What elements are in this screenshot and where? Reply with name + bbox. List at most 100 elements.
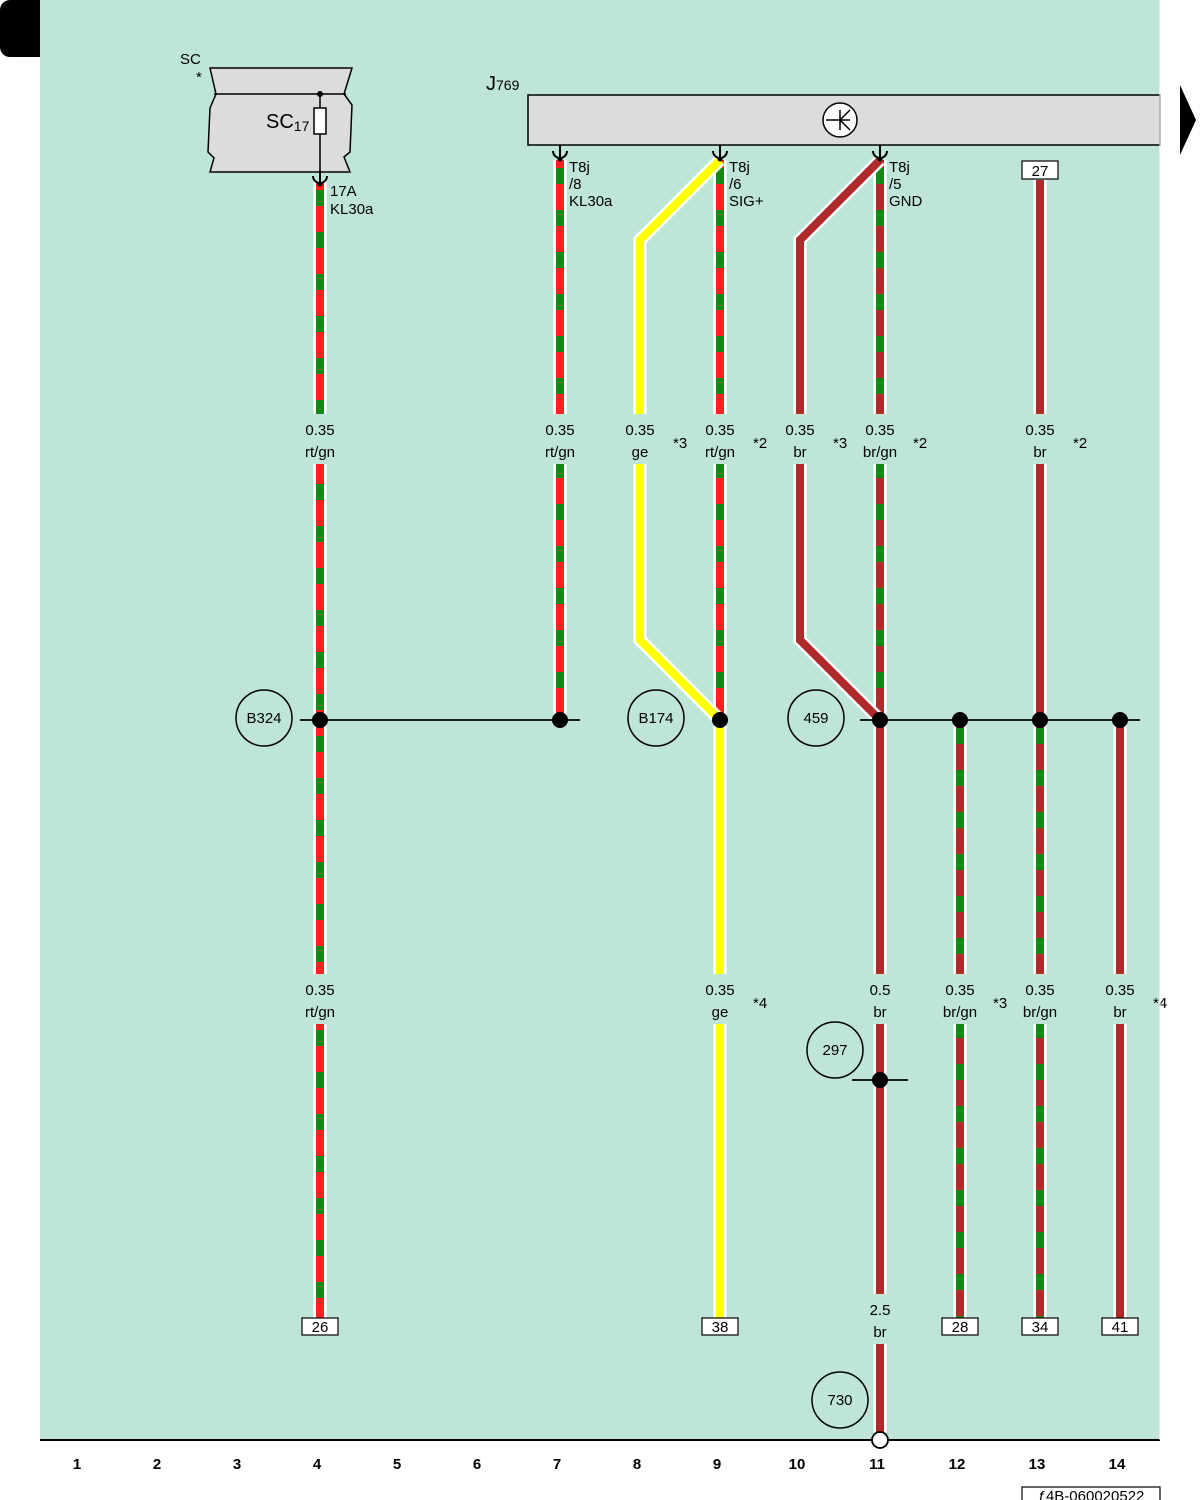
grid-number: 2 bbox=[153, 1456, 161, 1473]
svg-text:br/gn: br/gn bbox=[863, 444, 897, 461]
svg-text:0.35: 0.35 bbox=[305, 422, 334, 439]
svg-text:0.35: 0.35 bbox=[305, 982, 334, 999]
svg-text:br: br bbox=[793, 444, 806, 461]
svg-text:*2: *2 bbox=[1073, 435, 1087, 452]
svg-text:26: 26 bbox=[312, 1319, 329, 1336]
svg-text:br: br bbox=[1033, 444, 1046, 461]
grid-number: 14 bbox=[1109, 1456, 1126, 1473]
bottom-refs: 26 38 28 34 41 bbox=[301, 1317, 1139, 1336]
svg-text:0.35: 0.35 bbox=[785, 422, 814, 439]
next-page-arrow-icon[interactable] bbox=[1180, 85, 1196, 155]
splice-dot bbox=[952, 712, 968, 728]
splice-dot bbox=[312, 712, 328, 728]
wire-label: 0.35 rt/gn bbox=[534, 414, 586, 464]
control-unit-sub: 769 bbox=[496, 77, 520, 93]
page-id: ƒ4B-060020522 bbox=[1038, 1488, 1145, 1500]
svg-text:0.35: 0.35 bbox=[865, 422, 894, 439]
pin-conn-8: T8j bbox=[569, 159, 590, 176]
pin-contact-icon bbox=[552, 145, 568, 162]
svg-text:0.35: 0.35 bbox=[1105, 982, 1134, 999]
crash-sensor-icon bbox=[822, 102, 858, 138]
svg-text:0.35: 0.35 bbox=[705, 982, 734, 999]
svg-text:0.35: 0.35 bbox=[625, 422, 654, 439]
svg-text:*2: *2 bbox=[913, 435, 927, 452]
pin-contact-icon bbox=[872, 145, 888, 162]
svg-text:B174: B174 bbox=[638, 710, 673, 727]
svg-text:br: br bbox=[873, 1324, 886, 1341]
svg-text:rt/gn: rt/gn bbox=[305, 444, 335, 461]
pin-signal-8: KL30a bbox=[569, 193, 613, 210]
grid-number: 7 bbox=[553, 1456, 561, 1473]
grid-number: 10 bbox=[789, 1456, 806, 1473]
ref-box-27[interactable] bbox=[1021, 160, 1059, 180]
pin-contact-icon bbox=[712, 145, 728, 162]
fuse-box-name: SC bbox=[180, 51, 201, 68]
pin-num-6: /6 bbox=[729, 176, 742, 193]
grid-number: 12 bbox=[949, 1456, 966, 1473]
grid-number: 9 bbox=[713, 1456, 721, 1473]
ref-box-26[interactable]: 26 bbox=[301, 1317, 339, 1336]
ref-box-41[interactable]: 41 bbox=[1101, 1317, 1139, 1336]
svg-text:rt/gn: rt/gn bbox=[305, 1004, 335, 1021]
wire-label: 0.35 br *3 bbox=[774, 414, 847, 464]
svg-text:ge: ge bbox=[712, 1004, 729, 1021]
svg-text:28: 28 bbox=[952, 1319, 969, 1336]
wire-marks bbox=[312, 145, 888, 187]
svg-text:0.35: 0.35 bbox=[1025, 982, 1054, 999]
svg-text:0.5: 0.5 bbox=[870, 982, 891, 999]
wire-gnd-br bbox=[793, 155, 887, 1432]
svg-text:*3: *3 bbox=[833, 435, 847, 452]
pin-num-5: /5 bbox=[889, 176, 902, 193]
grid-number: 8 bbox=[633, 1456, 641, 1473]
pin-conn-6: T8j bbox=[729, 159, 750, 176]
svg-text:38: 38 bbox=[712, 1319, 729, 1336]
splice-297[interactable]: 297 bbox=[806, 1021, 864, 1079]
splice-dot bbox=[872, 712, 888, 728]
grid-number: 11 bbox=[869, 1456, 885, 1473]
svg-text:*3: *3 bbox=[673, 435, 687, 452]
wire-label: 0.35 br/gn *2 bbox=[854, 414, 927, 464]
splice-dot bbox=[872, 1072, 888, 1088]
pin-contact-icon bbox=[312, 170, 328, 187]
wire-label: 0.35 rt/gn bbox=[294, 974, 346, 1024]
splice-b324[interactable]: B324 bbox=[235, 689, 293, 747]
splice-dot bbox=[712, 712, 728, 728]
svg-text:*2: *2 bbox=[753, 435, 767, 452]
ref-box-38[interactable]: 38 bbox=[701, 1317, 739, 1336]
grid-number: 5 bbox=[393, 1456, 401, 1473]
splice-730[interactable]: 730 bbox=[811, 1371, 869, 1429]
svg-text:41: 41 bbox=[1112, 1319, 1129, 1336]
svg-text:34: 34 bbox=[1032, 1319, 1049, 1336]
fuse-sub: 17 bbox=[294, 118, 310, 134]
grid-number: 6 bbox=[473, 1456, 481, 1473]
svg-text:B324: B324 bbox=[246, 710, 281, 727]
ref-box-34[interactable]: 34 bbox=[1021, 1317, 1059, 1336]
grid-number: 1 bbox=[73, 1456, 81, 1473]
grid-number: 13 bbox=[1029, 1456, 1046, 1473]
svg-text:0.35: 0.35 bbox=[945, 982, 974, 999]
splice-dot bbox=[552, 712, 568, 728]
grid-number: 3 bbox=[233, 1456, 241, 1473]
svg-text:br: br bbox=[873, 1004, 886, 1021]
ref-box-28[interactable]: 28 bbox=[941, 1317, 979, 1336]
svg-text:*3: *3 bbox=[993, 995, 1007, 1012]
splice-b174[interactable]: B174 bbox=[627, 689, 685, 747]
splice-459[interactable]: 459 bbox=[787, 689, 845, 747]
fuse-icon bbox=[313, 107, 327, 135]
svg-text:459: 459 bbox=[803, 710, 828, 727]
wire-label: 0.5 br bbox=[854, 974, 906, 1024]
fuse-signal: KL30a bbox=[330, 201, 374, 218]
fuse-pin: 17A bbox=[330, 183, 357, 200]
svg-text:br: br bbox=[1113, 1004, 1126, 1021]
svg-text:0.35: 0.35 bbox=[545, 422, 574, 439]
svg-text:ge: ge bbox=[632, 444, 649, 461]
pin-num-8: /8 bbox=[569, 176, 582, 193]
svg-text:rt/gn: rt/gn bbox=[545, 444, 575, 461]
fuse-label: SC17 bbox=[266, 111, 310, 134]
svg-text:0.35: 0.35 bbox=[1025, 422, 1054, 439]
wire-sig-ge bbox=[633, 155, 727, 1318]
